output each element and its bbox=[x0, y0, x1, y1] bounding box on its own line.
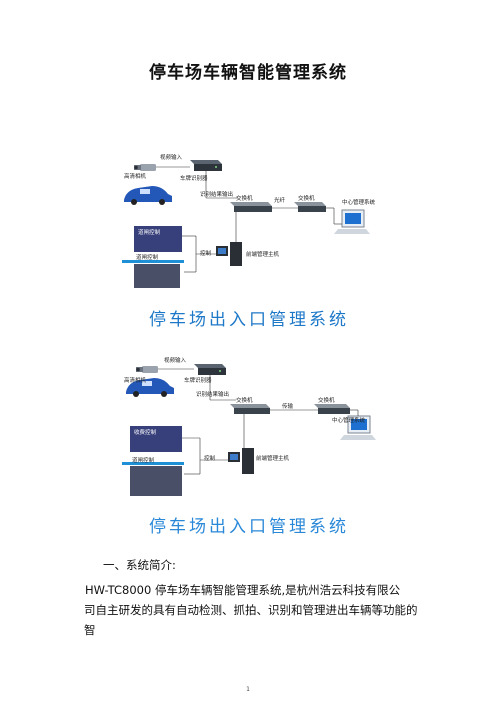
figure-caption-1: 停车场出入口管理系统 bbox=[149, 310, 349, 330]
front-host-icon bbox=[228, 448, 254, 474]
label-barrier: 道闸控制 bbox=[132, 458, 155, 464]
label-result-out: 识别结果输出 bbox=[196, 392, 230, 398]
switch-icon-2 bbox=[314, 404, 350, 414]
system-diagram-2: 视频输入 高清相机 车牌识别器 识别结果输出 交换机 传输 交换机 中心管理系统… bbox=[118, 352, 380, 537]
paragraph-line-1: HW-TC8000 停车场车辆智能管理系统,是杭州浩云科技有限公 bbox=[85, 583, 401, 597]
camera-icon bbox=[136, 366, 158, 373]
label-switch-2: 交换机 bbox=[298, 196, 315, 202]
camera-icon bbox=[134, 164, 156, 171]
label-recognizer: 车牌识别器 bbox=[184, 378, 212, 384]
gate-control-box bbox=[130, 426, 182, 452]
car-icon bbox=[126, 378, 174, 397]
barrier-arm bbox=[122, 462, 184, 465]
document-title: 停车场车辆智能管理系统 bbox=[149, 63, 347, 83]
car-icon bbox=[124, 186, 172, 205]
label-result-out: 识别结果输出 bbox=[200, 192, 234, 198]
barrier-arm bbox=[122, 260, 184, 263]
section-heading: 一、系统简介: bbox=[103, 558, 176, 572]
label-recognizer: 车牌识别器 bbox=[180, 176, 208, 182]
switch-icon-1 bbox=[230, 404, 270, 414]
gate-control-box bbox=[134, 226, 182, 252]
page-number: 1 bbox=[246, 686, 250, 693]
label-control: 控制 bbox=[200, 251, 212, 257]
label-gate-control: 收费控制 bbox=[134, 430, 157, 436]
label-gate-control: 道闸控制 bbox=[138, 230, 161, 236]
label-camera: 高清相机 bbox=[124, 378, 147, 384]
label-video-in: 视频输入 bbox=[164, 358, 187, 364]
recognizer-device-icon bbox=[194, 364, 226, 375]
barrier-box bbox=[130, 466, 182, 496]
switch-icon-2 bbox=[294, 202, 326, 212]
computer-monitor-icon bbox=[334, 209, 370, 234]
label-switch-2: 交换机 bbox=[318, 398, 335, 404]
front-host-icon bbox=[216, 242, 242, 266]
label-center: 中心管理系统 bbox=[342, 200, 376, 206]
computer-monitor-icon bbox=[340, 415, 376, 440]
system-diagram-1: 视频输入 高清相机 车牌识别器 识别结果输出 交换机 光纤 交换机 中心管理系统… bbox=[118, 150, 380, 338]
label-camera: 高清相机 bbox=[124, 174, 147, 180]
label-fiber: 光纤 bbox=[274, 198, 286, 204]
label-control: 控制 bbox=[204, 456, 216, 462]
label-front-host: 前端管理主机 bbox=[246, 252, 280, 258]
label-barrier: 道闸控制 bbox=[136, 255, 159, 261]
label-switch-1: 交换机 bbox=[236, 398, 253, 404]
label-center: 中心管理系统 bbox=[332, 418, 366, 424]
paragraph-line-2: 司自主研发的具有自动检测、抓拍、识别和管理进出车辆等功能的智 bbox=[84, 603, 418, 637]
barrier-box bbox=[134, 264, 180, 288]
label-video-in: 视频输入 bbox=[160, 155, 183, 161]
label-fiber: 传输 bbox=[282, 404, 294, 410]
label-front-host: 前端管理主机 bbox=[256, 456, 290, 462]
label-switch-1: 交换机 bbox=[236, 196, 253, 202]
recognizer-device-icon bbox=[190, 160, 222, 171]
switch-icon-1 bbox=[230, 202, 272, 212]
figure-caption-2: 停车场出入口管理系统 bbox=[149, 517, 349, 537]
